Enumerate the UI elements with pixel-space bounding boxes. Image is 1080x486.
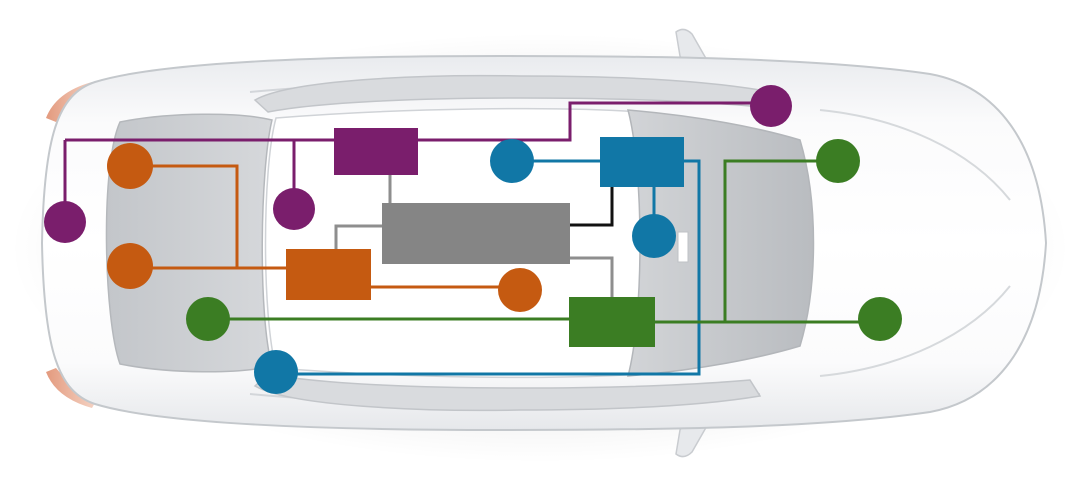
link-central-to-orange-ecu [334,224,382,249]
orange-network [130,164,520,289]
link-central-to-blue-ecu [570,187,614,227]
hood-line-bottom [819,285,1011,377]
blue-ecu-box [600,137,684,187]
interior-light [677,231,689,263]
purple-ecu-box [334,128,418,175]
side-window-bottom [253,373,762,412]
purple-node-front [750,85,792,127]
link-central-to-green-ecu [570,256,614,298]
purple-bus-main [65,101,770,142]
green-link-front-top [723,159,838,322]
network-diagram [44,85,902,394]
green-network [208,159,880,324]
blue-link-bus [275,159,701,376]
blue-node-top [490,139,534,183]
orange-node-rear-bottom [107,243,153,289]
central-gateway-box [382,203,570,264]
green-node-front-bottom [858,297,902,341]
blue-node-right [632,214,676,258]
blue-node-bottom-left [254,350,298,394]
purple-node-rear-left [44,201,86,243]
green-node-front-top [816,139,860,183]
orange-ecu-box [286,249,371,300]
hood-line-top [819,109,1011,201]
orange-link-top [130,164,239,268]
purple-node-rear-seat [273,188,315,230]
orange-node-rear-top [107,143,153,189]
green-ecu-box [569,297,655,347]
central-links [334,175,614,298]
orange-node-center [498,268,542,312]
green-node-left [186,297,230,341]
